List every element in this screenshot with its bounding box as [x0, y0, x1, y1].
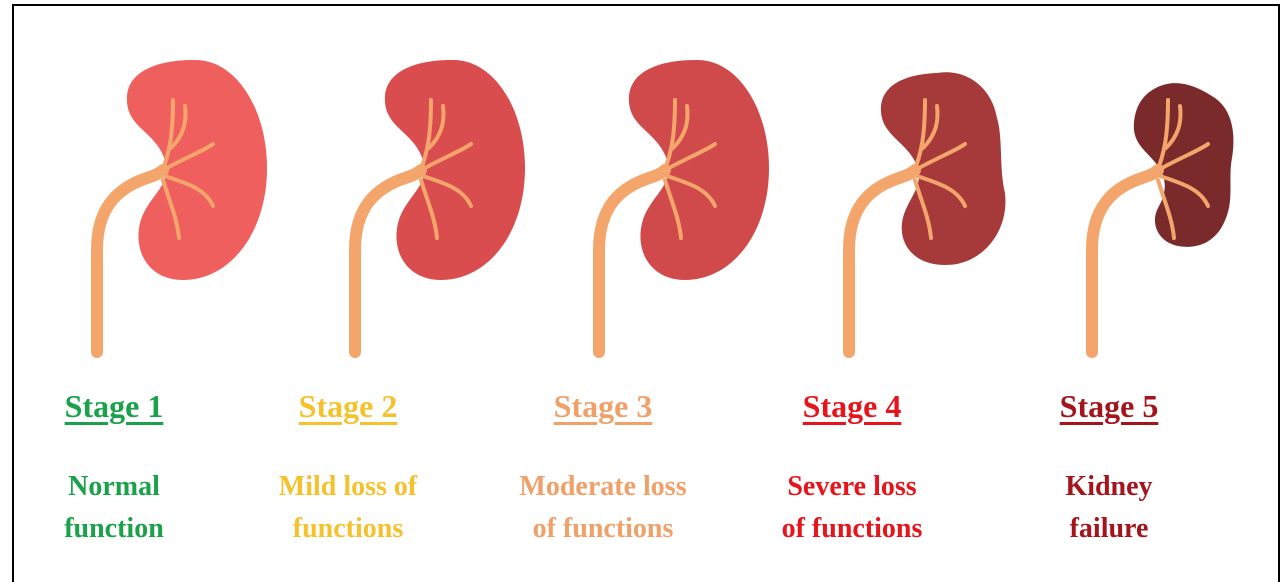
stage-4-description-line-2: of functions	[742, 508, 962, 550]
kidney-stages-svg	[55, 18, 1270, 358]
stage-4-description-line-1: Severe loss	[742, 466, 962, 508]
stage-5-description-line-2: failure	[999, 508, 1219, 550]
stage-4-column: Stage 4 Severe loss of functions	[742, 384, 962, 550]
stage-2-description-line-2: functions	[238, 508, 458, 550]
stage-5-column: Stage 5 Kidney failure	[999, 384, 1219, 550]
kidney-icon-stage-2	[355, 60, 525, 352]
stage-3-description-line-2: of functions	[493, 508, 713, 550]
stage-1-description-line-1: Normal	[4, 466, 224, 508]
stage-1-description-line-2: function	[4, 508, 224, 550]
stage-1-description: Normal function	[4, 466, 224, 550]
stage-2-label: Stage 2	[299, 384, 398, 428]
stage-1-column: Stage 1 Normal function	[4, 384, 224, 550]
stage-4-description: Severe loss of functions	[742, 466, 962, 550]
stage-1-label: Stage 1	[65, 384, 164, 428]
stage-3-description: Moderate loss of functions	[493, 466, 713, 550]
stage-3-column: Stage 3 Moderate loss of functions	[493, 384, 713, 550]
stage-5-description: Kidney failure	[999, 466, 1219, 550]
kidney-icon-stage-5	[1092, 83, 1233, 352]
stage-2-description: Mild loss of functions	[238, 466, 458, 550]
stage-2-description-line-1: Mild loss of	[238, 466, 458, 508]
kidney-icon-stage-3	[599, 60, 769, 352]
kidney-illustration	[55, 18, 1270, 358]
stage-4-label: Stage 4	[803, 384, 902, 428]
stage-5-label: Stage 5	[1060, 384, 1159, 428]
kidney-icon-stage-4	[849, 72, 1005, 352]
kidney-icon-stage-1	[97, 60, 267, 352]
stage-5-description-line-1: Kidney	[999, 466, 1219, 508]
stage-2-column: Stage 2 Mild loss of functions	[238, 384, 458, 550]
stage-3-label: Stage 3	[554, 384, 653, 428]
stage-3-description-line-1: Moderate loss	[493, 466, 713, 508]
